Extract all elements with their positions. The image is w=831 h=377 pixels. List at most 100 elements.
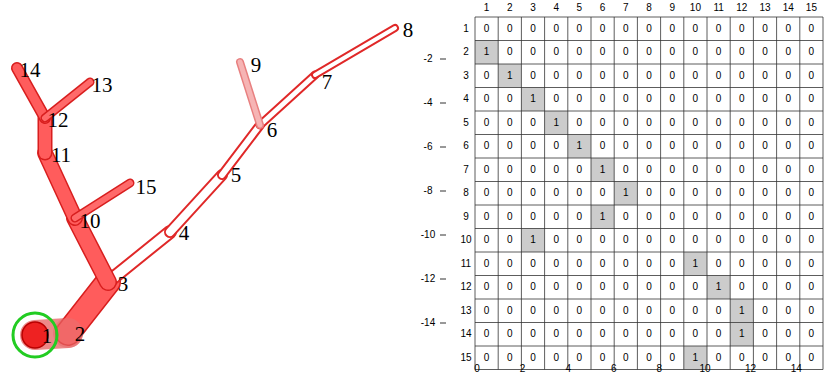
matrix-cell	[661, 205, 684, 229]
table-cell: 0	[507, 141, 513, 151]
axis-label: 4	[565, 364, 571, 374]
table-cell: 0	[600, 141, 606, 151]
matrix-cell	[545, 88, 568, 112]
axis-label: 2	[520, 364, 526, 374]
table-cell: 0	[553, 94, 559, 104]
axis-label: 12	[745, 364, 756, 374]
table-cell: 0	[600, 24, 606, 34]
matrix-cell	[661, 229, 684, 253]
matrix-cell	[591, 252, 614, 276]
table-cell: 0	[484, 212, 490, 222]
table-cell: 0	[577, 71, 583, 81]
column-header: 9	[669, 3, 675, 13]
axis-label: -10	[421, 230, 435, 240]
table-cell: 0	[739, 71, 745, 81]
table-cell: 0	[623, 71, 629, 81]
table-cell: 0	[809, 235, 815, 245]
table-cell: 0	[553, 24, 559, 34]
table-cell: 0	[785, 47, 791, 57]
matrix-cell	[637, 64, 660, 88]
column-header: 2	[507, 3, 513, 13]
table-cell: 0	[484, 94, 490, 104]
table-cell: 0	[693, 165, 699, 175]
table-cell: 0	[739, 353, 745, 363]
grid-line	[567, 17, 568, 370]
matrix-cell	[753, 299, 776, 323]
table-cell: 0	[716, 118, 722, 128]
grid-line	[475, 299, 823, 300]
matrix-cell	[545, 182, 568, 206]
matrix-cell	[545, 229, 568, 253]
table-cell: 0	[484, 329, 490, 339]
axis-label: 0	[474, 364, 480, 374]
matrix-cell	[661, 276, 684, 300]
matrix-cell	[707, 299, 730, 323]
matrix-cell	[614, 17, 637, 41]
grid-line	[475, 17, 823, 18]
table-cell: 0	[623, 306, 629, 316]
matrix-cell	[475, 205, 498, 229]
table-cell: 0	[530, 306, 536, 316]
matrix-cell	[475, 182, 498, 206]
table-cell: 0	[553, 165, 559, 175]
table-cell: 0	[530, 165, 536, 175]
matrix-cell	[661, 323, 684, 347]
matrix-cell	[545, 323, 568, 347]
matrix-cell	[591, 276, 614, 300]
row-header: 2	[463, 47, 469, 57]
table-cell: 0	[553, 306, 559, 316]
matrix-cell	[637, 111, 660, 135]
table-cell: 1	[716, 282, 722, 292]
table-cell: 0	[623, 141, 629, 151]
matrix-cell	[753, 182, 776, 206]
table-cell: 0	[716, 235, 722, 245]
matrix-cell	[521, 323, 544, 347]
matrix-cell	[475, 111, 498, 135]
table-cell: 0	[762, 141, 768, 151]
matrix-cell	[498, 182, 521, 206]
matrix-cell	[568, 252, 591, 276]
matrix-cell	[707, 88, 730, 112]
callout-number: 11	[51, 145, 71, 166]
table-cell: 0	[669, 188, 675, 198]
matrix-cell	[730, 182, 753, 206]
matrix-cell	[521, 111, 544, 135]
table-cell: 0	[739, 259, 745, 269]
table-cell: 0	[646, 118, 652, 128]
table-cell: 1	[530, 94, 536, 104]
matrix-cell	[730, 64, 753, 88]
grid-line	[730, 17, 731, 370]
matrix-cell	[475, 135, 498, 159]
table-cell: 0	[693, 94, 699, 104]
matrix-cell	[777, 111, 800, 135]
table-cell: 0	[577, 165, 583, 175]
callout-number: 6	[267, 120, 278, 141]
table-cell: 0	[577, 47, 583, 57]
matrix-cell	[545, 252, 568, 276]
table-cell: 0	[507, 306, 513, 316]
matrix-cell	[661, 41, 684, 65]
matrix-cell	[800, 205, 823, 229]
matrix-cell	[753, 88, 776, 112]
row-header: 9	[463, 212, 469, 222]
table-cell: 0	[762, 329, 768, 339]
table-cell: 0	[762, 212, 768, 222]
column-header: 7	[623, 3, 629, 13]
matrix-cell	[614, 41, 637, 65]
table-cell: 0	[553, 71, 559, 81]
table-cell: 0	[484, 235, 490, 245]
table-cell: 0	[693, 282, 699, 292]
table-cell: 0	[809, 47, 815, 57]
grid-line	[660, 17, 661, 370]
table-cell: 1	[530, 235, 536, 245]
table-cell: 0	[716, 353, 722, 363]
matrix-cell	[684, 229, 707, 253]
table-cell: 0	[507, 235, 513, 245]
matrix-cell	[521, 205, 544, 229]
matrix-cell	[800, 17, 823, 41]
table-cell: 0	[507, 259, 513, 269]
grid-line	[776, 17, 777, 370]
table-cell: 0	[669, 47, 675, 57]
table-cell: 0	[785, 329, 791, 339]
table-cell: 0	[693, 329, 699, 339]
